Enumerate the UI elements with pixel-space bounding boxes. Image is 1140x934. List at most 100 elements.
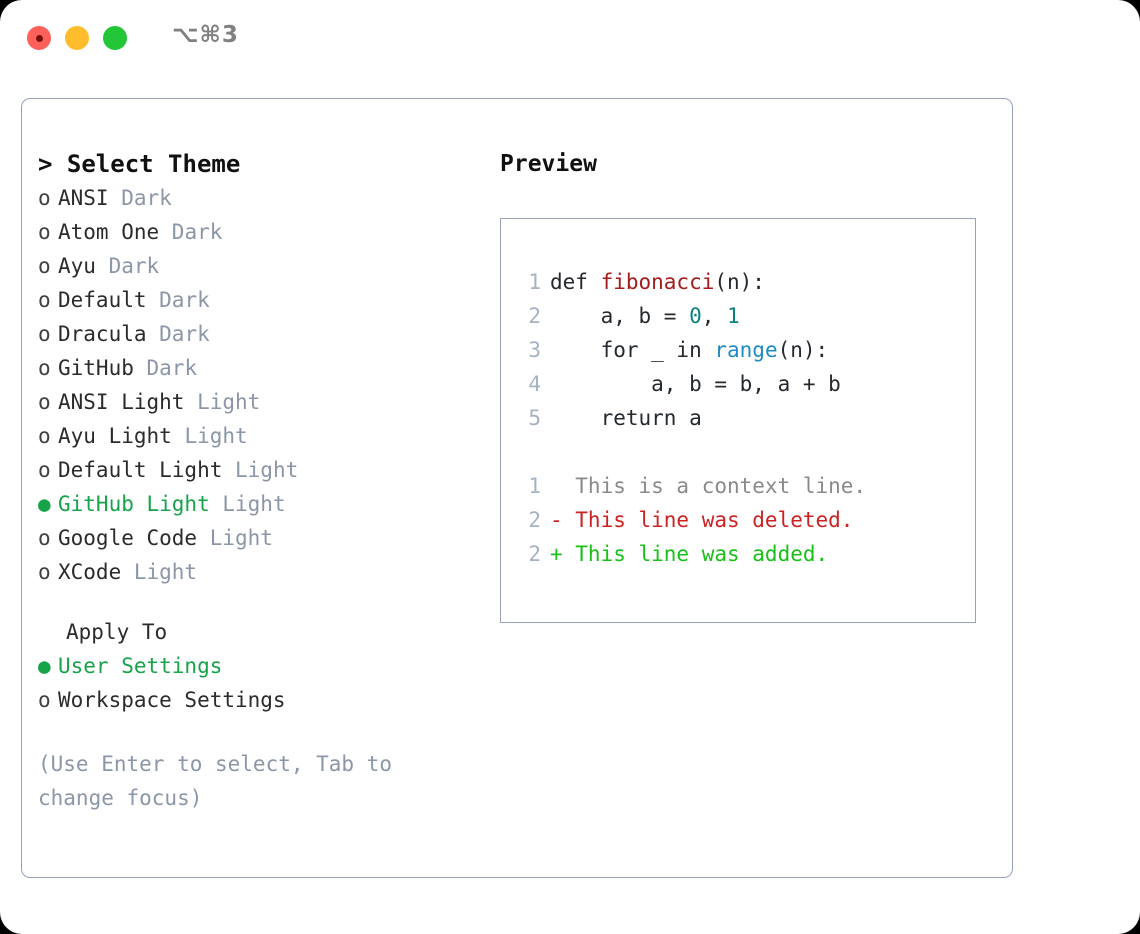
theme-option-ayu[interactable]: o Ayu Dark [38,249,488,283]
theme-name: Ayu [58,254,109,278]
theme-variant-badge: Light [133,560,198,584]
theme-variant-badge: Light [222,492,286,516]
line-number: 1 [528,474,541,498]
code-line-content: a, b = 0, 1 [550,299,740,333]
diff-line-text: + This line was added. [550,542,829,566]
theme-option-dracula[interactable]: o Dracula Dark [38,317,488,351]
theme-option-google-code[interactable]: o Google Code Light [38,521,488,555]
apply-to-option-workspace-settings[interactable]: o Workspace Settings [38,683,488,717]
code-line-content: for _ in range(n): [550,333,829,367]
apply-to-option-user-settings[interactable]: ●User Settings [38,649,488,683]
radio-unselected-icon: o [38,220,51,244]
diff-line-text: - This line was deleted. [550,508,854,532]
radio-unselected-icon: o [38,356,51,380]
theme-name: Default Light [58,458,236,482]
theme-variant-badge: Light [235,458,299,482]
theme-name: Google Code [58,526,210,550]
apply-to-label: User Settings [58,654,223,678]
minimize-button[interactable] [65,26,89,50]
line-number: 3 [528,338,541,362]
code-token-plain: a, b = [550,304,690,328]
theme-option-atom-one[interactable]: o Atom One Dark [38,215,488,249]
code-token-plain: , [701,304,728,328]
code-line-content: a, b = b, a + b [550,367,841,401]
code-diff-spacer [515,435,975,469]
theme-name: ANSI [58,186,122,210]
theme-option-ansi[interactable]: o ANSI Dark [38,181,488,215]
radio-unselected-icon: o [38,288,51,312]
theme-variant-badge: Dark [108,254,160,278]
code-line: 5 return a [515,401,975,435]
select-theme-heading: > Select Theme [38,150,241,178]
code-line-content: return a [550,401,702,435]
theme-variant-badge: Dark [159,322,210,346]
theme-variant-badge: Light [184,424,248,448]
theme-name: Atom One [58,220,172,244]
code-token-plain: return a [550,406,702,430]
theme-name: GitHub Light [58,492,223,516]
zoom-button[interactable] [103,26,127,50]
apply-to-heading: Apply To [66,620,168,644]
radio-unselected-icon: o [38,526,51,550]
code-token-plain: a, b = b, a + b [550,372,841,396]
radio-unselected-icon: o [38,560,51,584]
apply-to-label: Workspace Settings [58,688,286,712]
theme-variant-badge: Dark [121,186,172,210]
line-number: 2 [528,304,541,328]
diff-line-add: 2 + This line was added. [515,537,975,571]
line-number: 1 [528,270,541,294]
code-line: 3 for _ in range(n): [515,333,975,367]
line-number: 2 [528,508,541,532]
code-token-call: range [714,338,778,362]
code-token-plain: (n): [714,270,765,294]
theme-option-default[interactable]: o Default Dark [38,283,488,317]
close-button[interactable] [27,26,51,50]
theme-variant-badge: Dark [159,288,210,312]
code-token-plain: (n): [777,338,829,362]
theme-option-github-light[interactable]: ● GitHub Light Light [38,487,488,521]
code-token-fn: fibonacci [600,270,715,294]
code-token-plain: for _ in [550,338,715,362]
apply-to-list[interactable]: ●User Settings o Workspace Settings [38,649,488,717]
theme-name: GitHub [58,356,147,380]
code-line: 2 a, b = 0, 1 [515,299,975,333]
keyboard-shortcut-label: ⌥⌘3 [172,22,239,48]
theme-name: Dracula [58,322,160,346]
radio-selected-icon: ● [38,492,51,516]
code-line: 4 a, b = b, a + b [515,367,975,401]
keyboard-hint-text: (Use Enter to select, Tab to change focu… [38,752,393,810]
apply-to-section: Apply To ●User Settings o Workspace Settin… [38,615,488,717]
radio-unselected-icon: o [38,322,51,346]
radio-unselected-icon: o [38,688,51,712]
theme-name: ANSI Light [58,390,198,414]
code-line-content: def fibonacci(n): [550,265,765,299]
radio-unselected-icon: o [38,390,51,414]
diff-sample: 1 This is a context line. 2 - This line wa… [515,469,975,571]
theme-name: Default [58,288,160,312]
preview-heading: Preview [500,151,597,177]
theme-variant-badge: Light [209,526,273,550]
theme-variant-badge: Dark [171,220,223,244]
diff-line-text: This is a context line. [550,474,867,498]
theme-variant-badge: Dark [146,356,198,380]
code-token-num: 1 [727,304,740,328]
window-controls [27,26,127,50]
code-line: 1 def fibonacci(n): [515,265,975,299]
line-number: 5 [528,406,541,430]
radio-unselected-icon: o [38,254,51,278]
theme-option-github[interactable]: o GitHub Dark [38,351,488,385]
title-bar: ⌥⌘3 [0,0,1140,78]
radio-unselected-icon: o [38,186,51,210]
line-number: 2 [528,542,541,566]
